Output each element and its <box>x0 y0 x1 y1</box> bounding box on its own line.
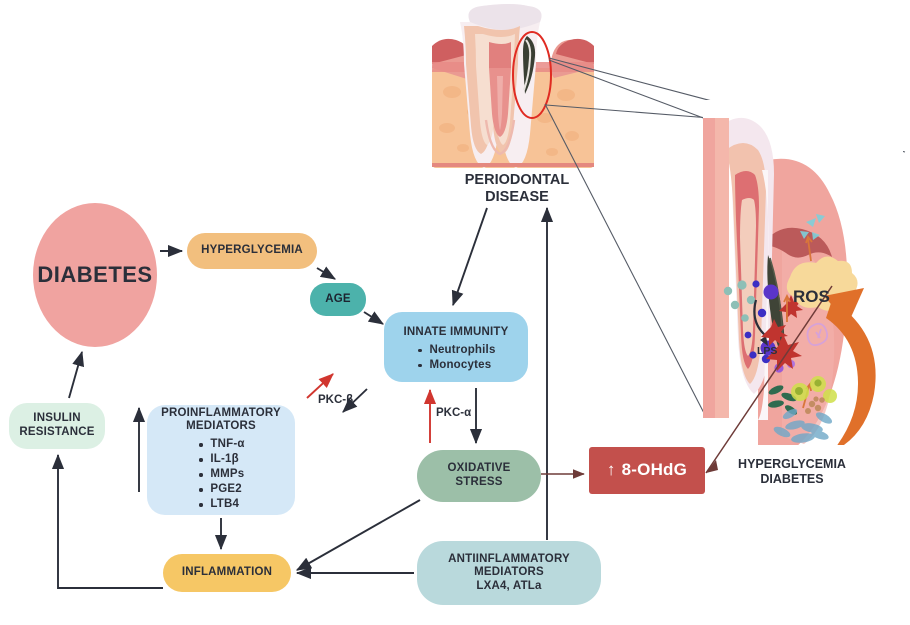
node-insulin-resistance-line2: RESISTANCE <box>19 426 95 438</box>
label-hyperglycemia-diabetes-line2: DIABETES <box>760 472 824 486</box>
node-insulin-resistance[interactable]: INSULIN RESISTANCE <box>9 403 105 449</box>
node-proinflammatory-list: TNF-α IL-1β MMPs PGE2 LTB4 <box>197 437 244 514</box>
list-item: Neutrophils <box>416 344 495 358</box>
node-diabetes-label: DIABETES <box>37 262 153 288</box>
node-hyperglycemia-label: HYPERGLYCEMIA <box>201 244 303 257</box>
node-proinflammatory-mediators[interactable]: PROINFLAMMATORY MEDIATORS TNF-α IL-1β MM… <box>147 405 295 515</box>
label-hyperglycemia-diabetes: HYPERGLYCEMIA DIABETES <box>707 457 877 487</box>
node-inflammation-label: INFLAMMATION <box>181 566 273 579</box>
list-item: LTB4 <box>197 498 244 512</box>
node-proinflammatory-title-line1: PROINFLAMMATORY <box>161 406 281 419</box>
ros-to-ohdg-line <box>705 285 833 474</box>
node-hyperglycemia[interactable]: HYPERGLYCEMIA <box>187 233 317 269</box>
up-arrow-icon: ↑ <box>606 460 616 480</box>
node-innate-immunity[interactable]: INNATE IMMUNITY Neutrophils Monocytes <box>384 312 528 382</box>
list-item: TNF-α <box>197 438 244 452</box>
node-innate-immunity-title: INNATE IMMUNITY <box>403 325 509 338</box>
list-item: Monocytes <box>416 359 495 373</box>
node-inflammation[interactable]: INFLAMMATION <box>163 554 291 592</box>
list-item: IL-1β <box>197 453 244 467</box>
node-age[interactable]: AGE <box>310 283 366 316</box>
magnified-periodontal-pocket <box>703 100 903 445</box>
label-lps: LPS <box>757 345 778 357</box>
node-8-ohdg[interactable]: ↑ 8-OHdG <box>589 447 705 494</box>
node-age-label: AGE <box>325 292 351 305</box>
label-periodontal-disease: PERIODONTAL DISEASE <box>430 172 604 207</box>
inflammatory-starbursts <box>761 295 803 371</box>
node-innate-immunity-list: Neutrophils Monocytes <box>416 342 495 374</box>
node-diabetes[interactable]: DIABETES <box>33 203 157 347</box>
label-pkc-beta: PKC-β <box>318 394 354 406</box>
label-hyperglycemia-diabetes-line1: HYPERGLYCEMIA <box>738 457 846 471</box>
node-antiinflammatory-line3: LXA4, ATLa <box>476 579 542 592</box>
node-antiinflammatory-mediators[interactable]: ANTIINFLAMMATORY MEDIATORS LXA4, ATLa <box>417 541 601 605</box>
list-item: MMPs <box>197 468 244 482</box>
lesion-highlight-circle <box>512 31 552 119</box>
label-pkc-alpha: PKC-α <box>436 407 472 419</box>
orange-sweep-arrow <box>826 300 876 445</box>
node-proinflammatory-title-line2: MEDIATORS <box>186 420 256 433</box>
node-insulin-resistance-line1: INSULIN <box>33 412 81 425</box>
node-antiinflammatory-line1: ANTIINFLAMMATORY <box>448 552 570 565</box>
label-ros: ROS <box>793 287 830 306</box>
list-item: PGE2 <box>197 483 244 497</box>
label-periodontal-disease-line2: DISEASE <box>485 189 549 206</box>
node-antiinflammatory-line2: MEDIATORS <box>474 566 544 579</box>
node-oxidative-stress[interactable]: OXIDATIVE STRESS <box>417 450 541 502</box>
label-periodontal-disease-line1: PERIODONTAL <box>464 172 570 188</box>
node-oxidative-stress-line2: STRESS <box>455 476 503 488</box>
node-8-ohdg-label: 8-OHdG <box>621 460 688 480</box>
node-oxidative-stress-line1: OXIDATIVE <box>447 462 511 475</box>
